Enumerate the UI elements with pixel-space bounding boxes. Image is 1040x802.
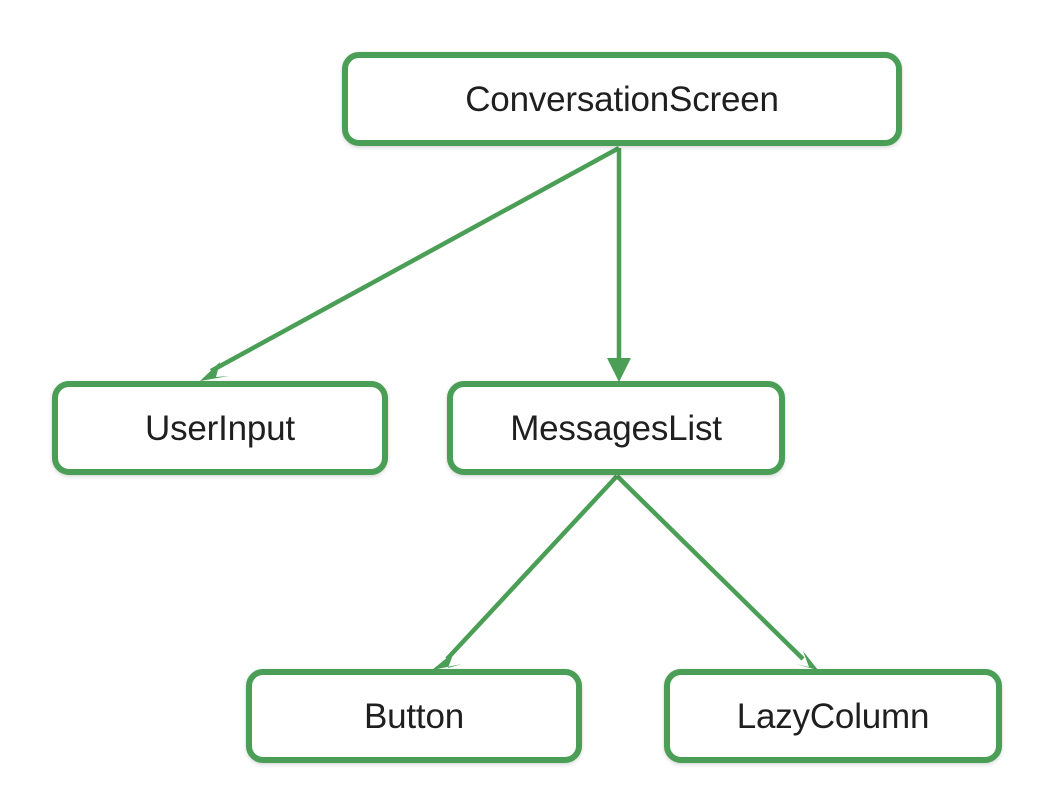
edge-conversationscreen-to-messageslist bbox=[607, 148, 631, 382]
edge-conversationscreen-to-userinput bbox=[200, 146, 621, 381]
node-messageslist[interactable]: MessagesList bbox=[447, 381, 785, 475]
edge-messageslist-to-lazycolumn bbox=[615, 474, 818, 670]
node-label: Button bbox=[364, 696, 464, 736]
node-conversationscreen[interactable]: ConversationScreen bbox=[342, 52, 902, 146]
node-label: MessagesList bbox=[510, 408, 722, 448]
node-label: UserInput bbox=[145, 408, 295, 448]
node-label: LazyColumn bbox=[736, 696, 930, 736]
node-label: ConversationScreen bbox=[465, 79, 779, 119]
node-lazycolumn[interactable]: LazyColumn bbox=[664, 669, 1002, 763]
edge-messageslist-to-button bbox=[432, 474, 619, 670]
node-userinput[interactable]: UserInput bbox=[52, 381, 388, 475]
node-button[interactable]: Button bbox=[246, 669, 582, 763]
